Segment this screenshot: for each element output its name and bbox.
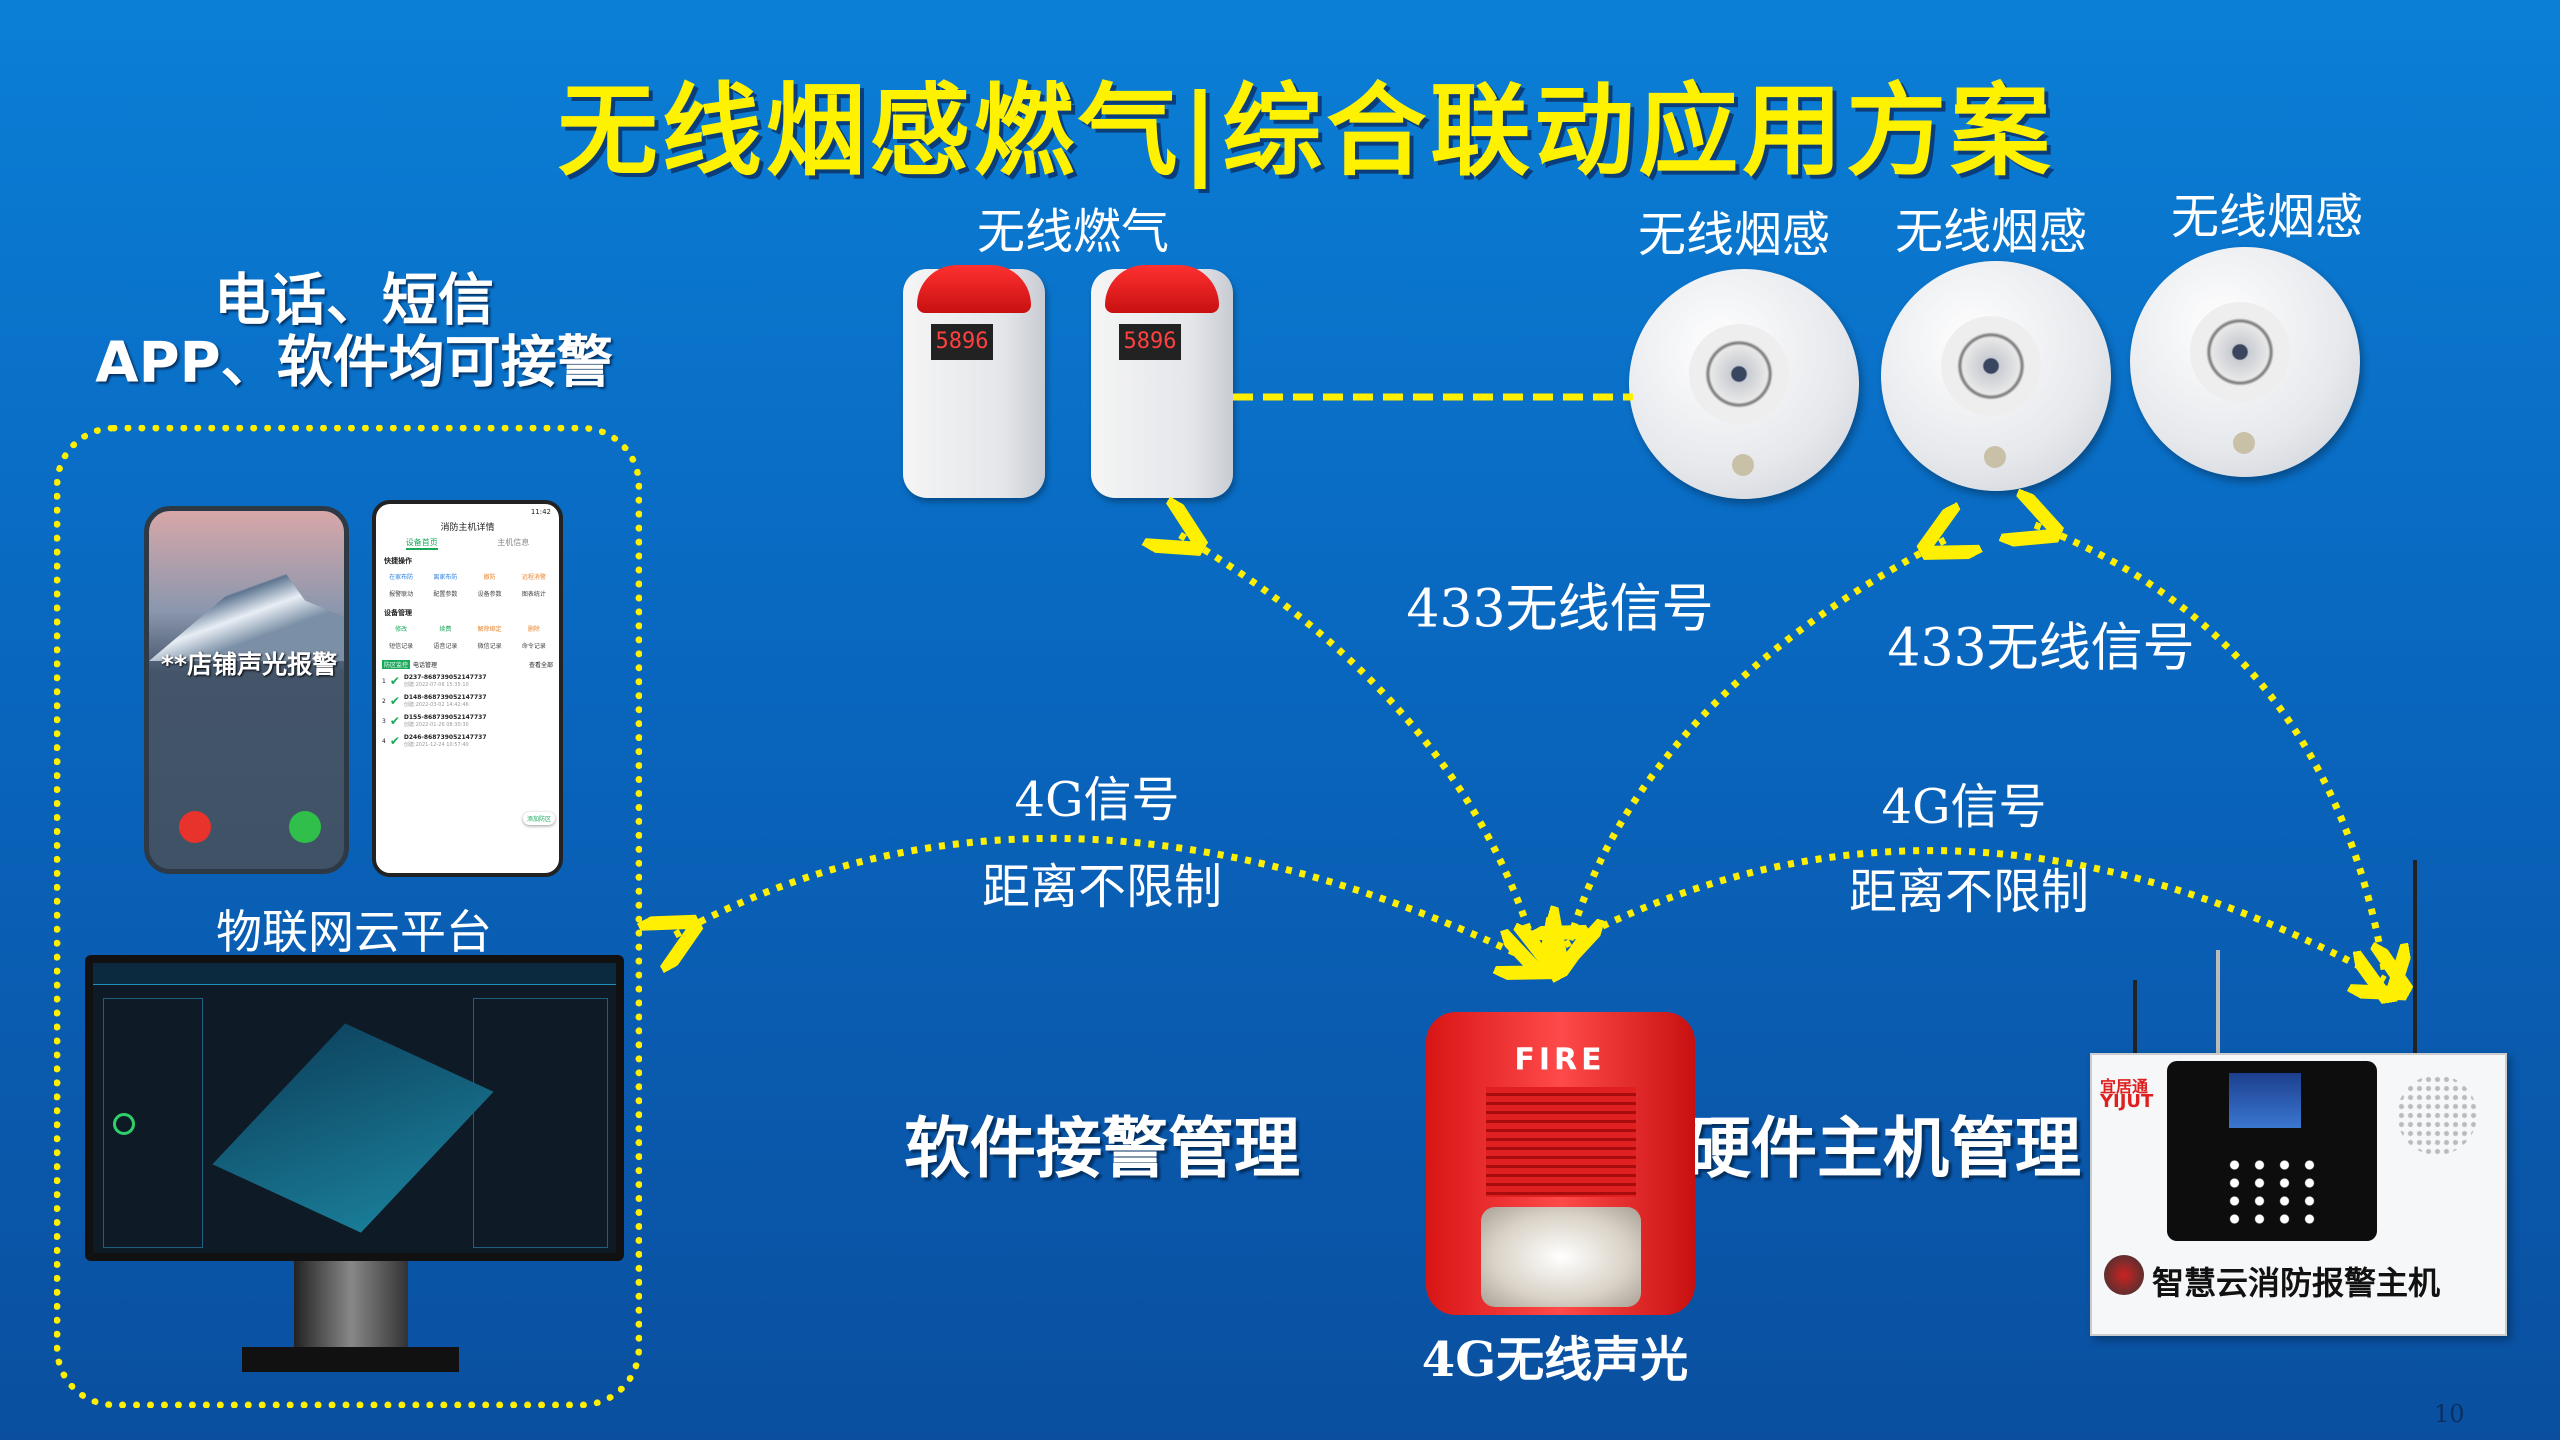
gas-detector: 5896 xyxy=(903,265,1045,498)
host-brand: 宜居通 xyxy=(2100,1077,2149,1096)
host-keypad[interactable] xyxy=(2222,1156,2322,1231)
smoke-detector xyxy=(1881,261,2111,491)
host-screen xyxy=(2229,1073,2301,1128)
rf-arrow xyxy=(2035,525,2385,975)
zone-number: 3 xyxy=(382,717,386,725)
fire-emblem-icon xyxy=(2104,1255,2144,1295)
shield-check-icon: ✔ xyxy=(389,674,400,688)
gas-detector: 5896 xyxy=(1091,265,1233,498)
phone-hangup-icon[interactable] xyxy=(179,811,211,843)
gas-label: 无线燃气 xyxy=(976,204,1170,260)
quick-op[interactable]: 图表统计 xyxy=(521,591,546,598)
host-name: 智慧云消防报警主机 xyxy=(2152,1264,2441,1302)
antenna xyxy=(2413,860,2417,1060)
device-op[interactable]: 命令记录 xyxy=(521,643,546,650)
alarm-methods-line2: APP、软件均可接警 xyxy=(95,330,613,396)
zone-created: 创建:2021-12-24 10:57:40 xyxy=(403,742,469,748)
quick-op[interactable]: 离家布防 xyxy=(433,574,458,581)
software-mgmt-label: 软件接警管理 xyxy=(904,1110,1300,1187)
speaker-grille xyxy=(2397,1075,2477,1155)
device-op[interactable]: 微信记录 xyxy=(477,643,502,650)
zone-number: 1 xyxy=(382,677,386,685)
device-op[interactable]: 删除 xyxy=(527,626,540,633)
tab-host-info[interactable]: 主机信息 xyxy=(497,538,530,547)
smoke-label: 无线烟感 xyxy=(2170,189,2364,245)
gas-reading: 5896 xyxy=(931,324,993,360)
4g-signal-label: 4G信号 xyxy=(1881,779,2047,835)
quick-op[interactable]: 撤防 xyxy=(483,574,496,581)
caller-name: **店铺声光报警 xyxy=(160,650,338,679)
dashboard-monitor xyxy=(85,955,624,1261)
smoke-detector xyxy=(2130,247,2360,477)
fire-text: FIRE xyxy=(1514,1042,1606,1078)
app-screen: 11:42 消防主机详情 设备首页 主机信息 快捷操作 在家布防 离家布防 撤防 远程… xyxy=(372,500,563,877)
4g-arrow xyxy=(675,834,1530,960)
smoke-label: 无线烟感 xyxy=(1894,204,2088,260)
zone-number: 2 xyxy=(382,697,386,705)
siren-strobe: FIRE xyxy=(1426,1012,1695,1315)
app-page-title: 消防主机详情 xyxy=(440,523,495,533)
device-op[interactable]: 语音记录 xyxy=(433,643,458,650)
zone-created: 创建:2022-07-06 15:35:10 xyxy=(403,682,469,688)
quick-op[interactable]: 设备参数 xyxy=(477,591,502,598)
4g-signal-label: 4G信号 xyxy=(1014,772,1180,828)
device-op[interactable]: 解除绑定 xyxy=(477,626,502,633)
antenna xyxy=(2133,980,2137,1070)
zone-name: D246-868739052147737 xyxy=(403,734,487,741)
hardware-mgmt-label: 硬件主机管理 xyxy=(1685,1110,2081,1187)
tab-device-home[interactable]: 设备首页 xyxy=(405,537,438,550)
rf-arrow xyxy=(1180,535,1535,950)
page-title: 无线烟感燃气|综合联动应用方案 xyxy=(557,72,2055,190)
device-op[interactable]: 续费 xyxy=(439,626,452,633)
shield-check-icon: ✔ xyxy=(389,714,400,728)
quick-ops-title: 快捷操作 xyxy=(384,557,412,565)
smoke-detector xyxy=(1629,269,1859,499)
rf-signal-label: 433无线信号 xyxy=(1406,579,1714,640)
quick-op[interactable]: 报警联动 xyxy=(389,591,414,598)
monitor-base xyxy=(242,1347,459,1372)
zone-created: 创建:2022-03-02 14:42:46 xyxy=(403,702,469,708)
rf-signal-label: 433无线信号 xyxy=(1887,618,2195,679)
shield-check-icon: ✔ xyxy=(389,694,400,708)
antenna xyxy=(2216,950,2220,1060)
add-zone-button[interactable]: 添加防区 xyxy=(522,812,555,825)
cloud-platform-label: 物联网云平台 xyxy=(216,905,492,959)
zone-name: D148-868739052147737 xyxy=(403,694,487,701)
gas-reading: 5896 xyxy=(1119,324,1181,360)
siren-label: 4G无线声光 xyxy=(1421,1332,1689,1388)
smoke-label: 无线烟感 xyxy=(1637,207,1831,263)
zone-name: D237-868739052147737 xyxy=(403,674,487,681)
phone-call-screen: **店铺声光报警 xyxy=(144,506,349,874)
quick-op[interactable]: 在家布防 xyxy=(389,574,414,581)
alarm-host: 宜居通 YIJUT 智慧云消防报警主机 xyxy=(2090,1053,2507,1336)
zone-created: 创建:2022-01-26 08:30:30 xyxy=(403,722,469,728)
shield-check-icon: ✔ xyxy=(389,734,400,748)
zone-name: D155-868739052147737 xyxy=(403,714,487,721)
rf-arrow xyxy=(1570,540,1945,940)
device-op[interactable]: 短信记录 xyxy=(389,643,414,650)
distance-label: 距离不限制 xyxy=(981,859,1223,915)
host-brand-en: YIJUT xyxy=(2100,1091,2154,1112)
quick-op[interactable]: 配置参数 xyxy=(433,591,458,598)
phone-answer-icon[interactable] xyxy=(289,811,321,843)
zone-number: 4 xyxy=(382,737,386,745)
alarm-methods-line1: 电话、短信 xyxy=(214,268,494,334)
tab-phone-mgmt[interactable]: 电话管理 xyxy=(413,662,438,669)
distance-label: 距离不限制 xyxy=(1848,864,2090,920)
status-time: 11:42 xyxy=(530,508,551,516)
device-mgmt-title: 设备管理 xyxy=(384,609,412,617)
quick-op[interactable]: 远程消警 xyxy=(521,574,546,581)
monitor-stand xyxy=(294,1261,408,1347)
tab-zone-monitor[interactable]: 防区监控 xyxy=(382,660,411,669)
view-all-link[interactable]: 查看全部 xyxy=(528,662,553,669)
device-op[interactable]: 修改 xyxy=(395,626,408,633)
page-number: 10 xyxy=(2434,1400,2465,1428)
